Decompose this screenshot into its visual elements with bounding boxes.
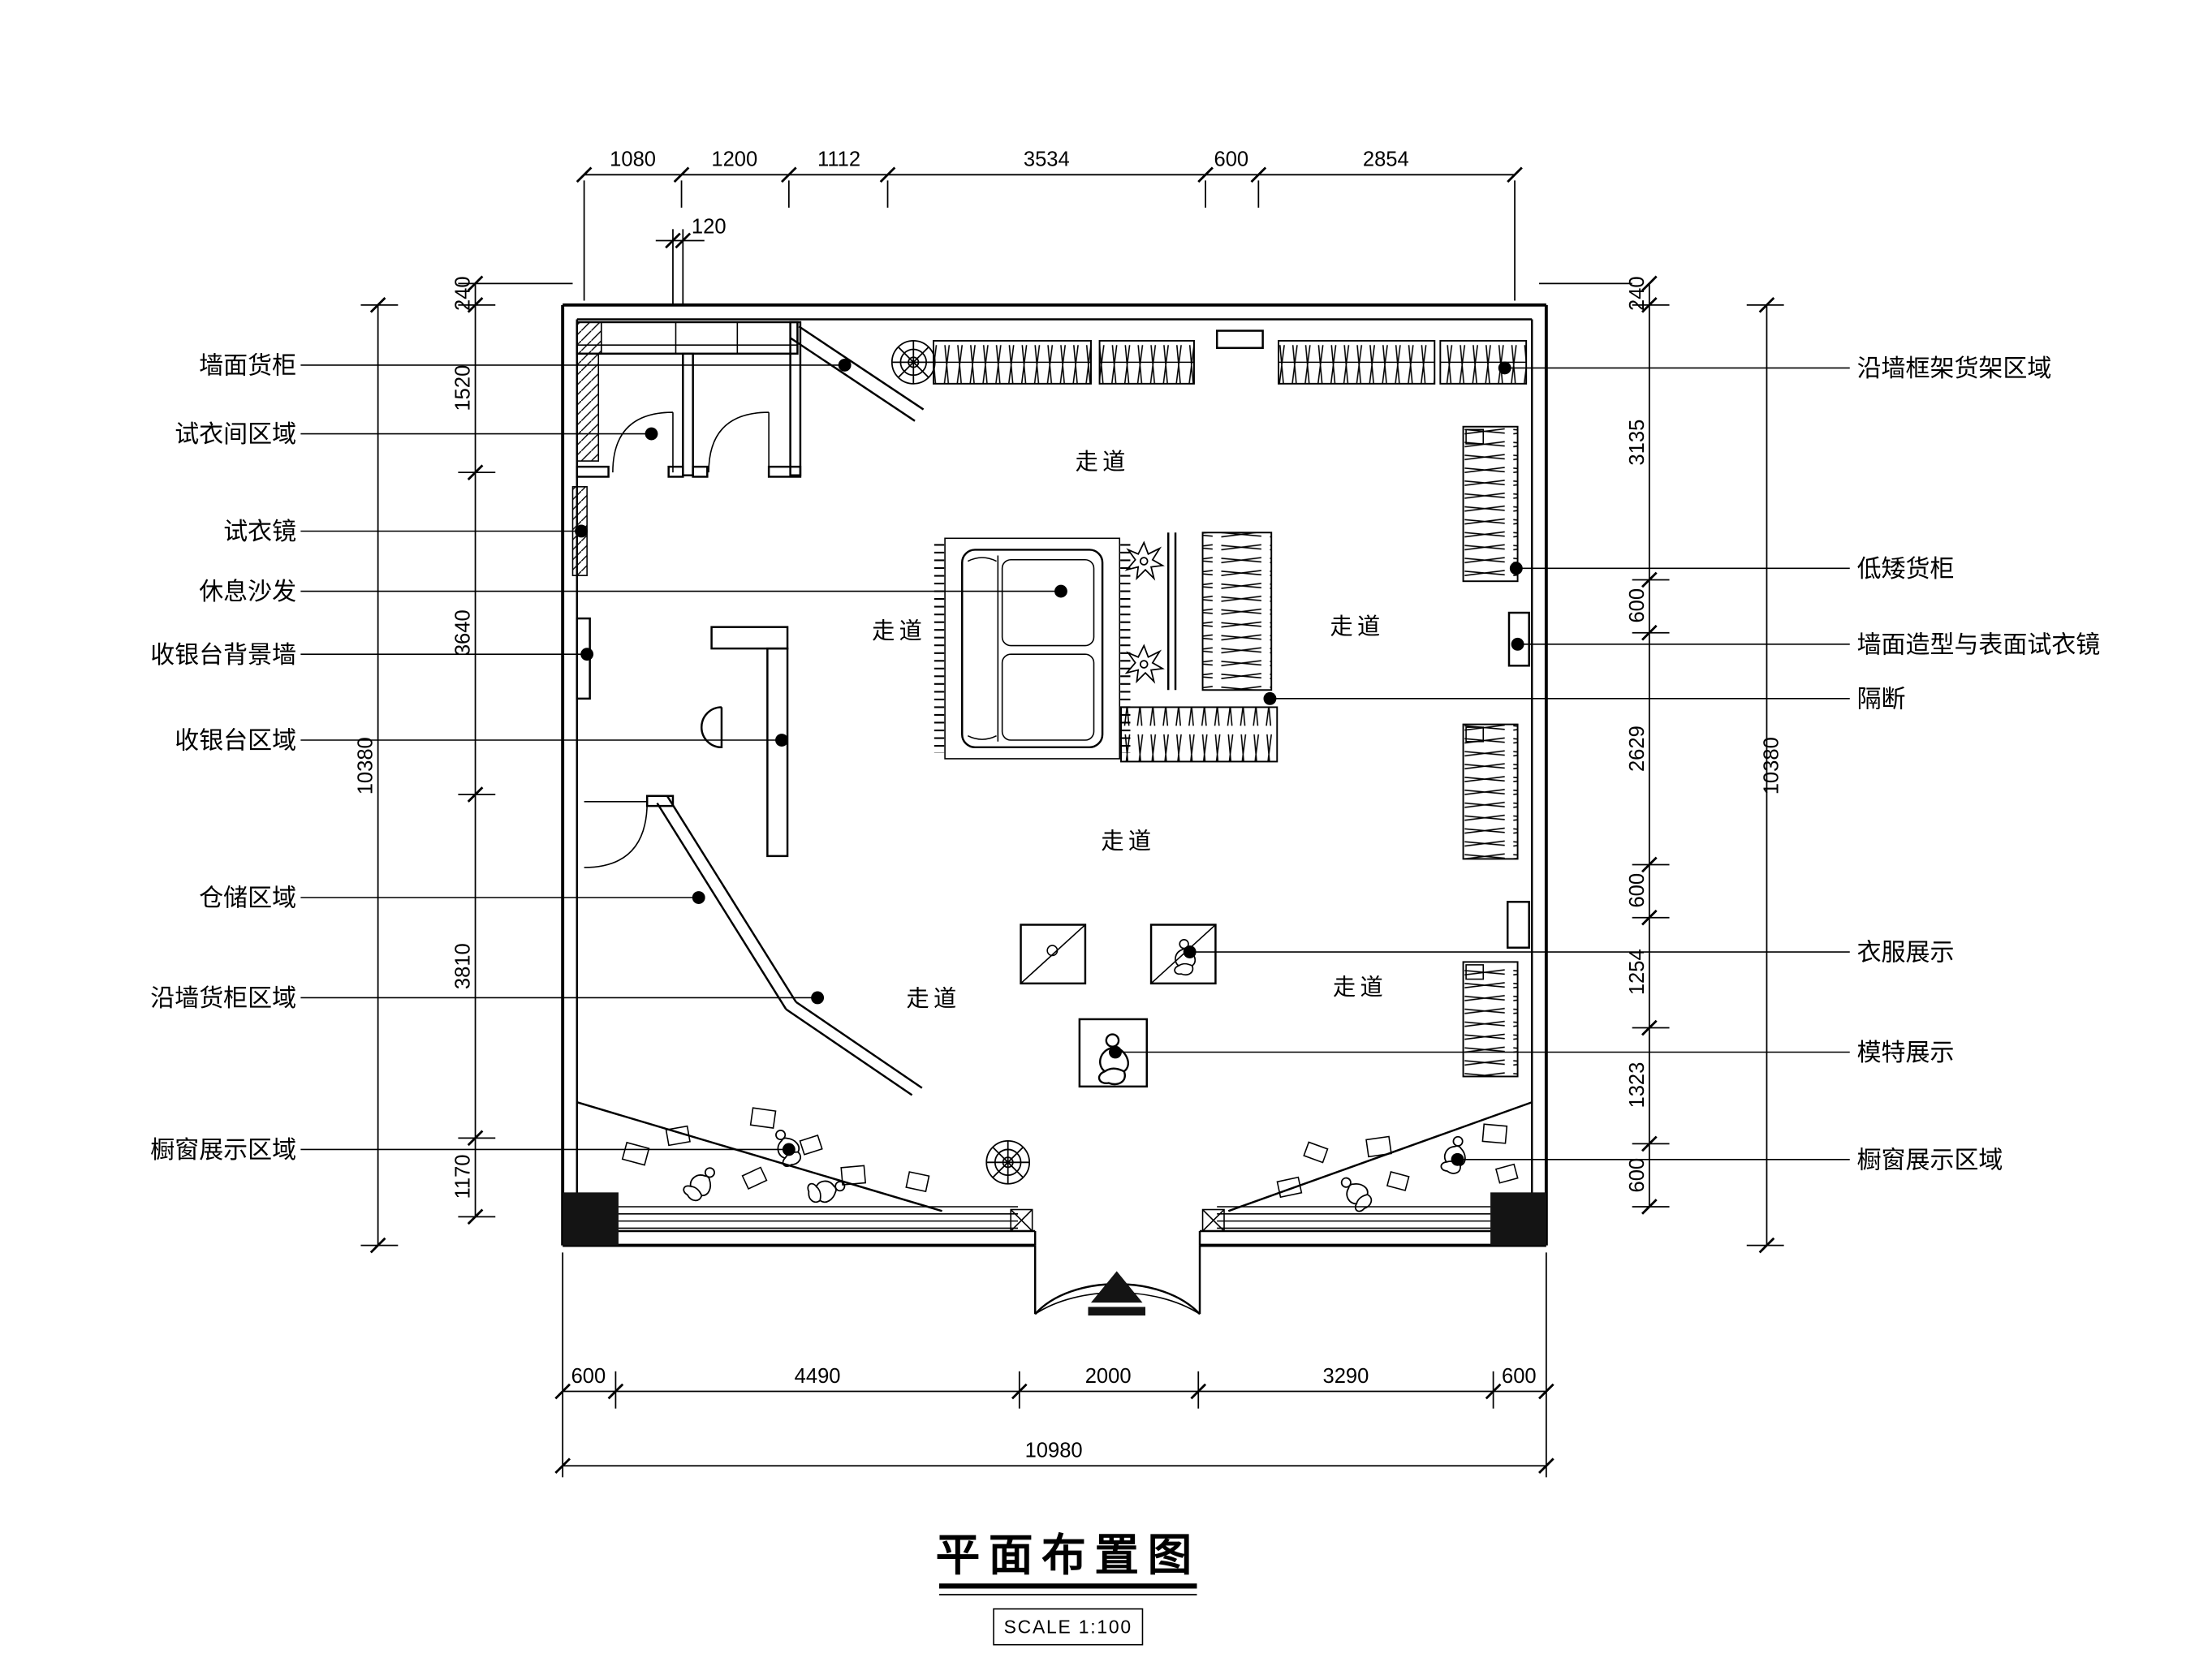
dim-bottom-4: 600 bbox=[1502, 1365, 1537, 1388]
dim-top-4: 600 bbox=[1214, 149, 1249, 171]
mullion-box-right bbox=[1201, 1208, 1225, 1232]
entrance-door bbox=[1033, 1245, 1201, 1316]
label-mannequin-display: 模特展示 bbox=[1857, 1040, 1955, 1066]
dim-bottom-1: 4490 bbox=[795, 1365, 841, 1388]
top-wall-racks bbox=[890, 329, 1528, 385]
label-wall-cabinet: 墙面货柜 bbox=[199, 352, 296, 379]
label-window-display-right: 橱窗展示区域 bbox=[1857, 1147, 2003, 1173]
center-rack-vertical bbox=[1201, 532, 1273, 691]
label-fitting-room-area: 试衣间区域 bbox=[175, 421, 296, 448]
window-display-right bbox=[1227, 1101, 1533, 1215]
dim-right-5: 1254 bbox=[1626, 949, 1649, 995]
dim-right-3: 2629 bbox=[1626, 726, 1649, 772]
cashier-chair bbox=[701, 706, 723, 749]
title-block: 平面布置图 SCALE 1:100 bbox=[936, 1531, 1201, 1646]
callouts-left: 墙面货柜 试衣间区域 试衣镜 休息沙发 收银台背景墙 收银台区域 仓储区域 沿墙… bbox=[150, 352, 1067, 1164]
dimension-left: 240 1520 3640 3810 1170 10380 bbox=[355, 275, 573, 1254]
label-partition: 隔断 bbox=[1857, 686, 1906, 713]
label-wall-frame-rack: 沿墙框架货架区域 bbox=[1857, 355, 2052, 382]
dim-top-3: 3534 bbox=[1024, 149, 1070, 171]
corner-block-left bbox=[563, 1192, 619, 1246]
right-wall-racks bbox=[1462, 425, 1530, 1078]
label-fitting-mirror: 试衣镜 bbox=[223, 519, 296, 545]
dim-bottom-3: 3290 bbox=[1322, 1365, 1369, 1388]
dim-top-1: 1200 bbox=[711, 149, 757, 171]
dim-right-6: 1323 bbox=[1626, 1062, 1649, 1109]
fitting-door-arc-2 bbox=[708, 411, 770, 473]
round-rack-icon bbox=[890, 340, 936, 385]
aisle-labels: 走道 走道 走道 走道 走道 走道 bbox=[872, 449, 1387, 1011]
fitting-room-area bbox=[576, 321, 925, 478]
dimension-right: 240 3135 600 2629 600 1254 1323 600 1038… bbox=[1539, 275, 1784, 1254]
dim-right-0: 240 bbox=[1626, 276, 1649, 311]
drawing-title: 平面布置图 bbox=[936, 1531, 1201, 1580]
dim-right-1: 3135 bbox=[1626, 420, 1649, 466]
dim-right-2: 600 bbox=[1626, 588, 1649, 623]
sofa bbox=[961, 549, 1104, 749]
label-cashier-backdrop: 收银台背景墙 bbox=[150, 642, 296, 669]
dim-top-5: 2854 bbox=[1363, 149, 1409, 171]
dim-left-total: 10380 bbox=[355, 737, 377, 794]
dimension-top: 1080 1200 1112 3534 600 2854 120 bbox=[576, 149, 1523, 304]
plant-icon bbox=[1126, 541, 1164, 579]
shopfront-glazing bbox=[618, 1206, 1491, 1232]
dimension-bottom: 600 4490 2000 3290 600 10980 bbox=[554, 1252, 1554, 1478]
clothes-display-left bbox=[1020, 924, 1087, 985]
lounge-area bbox=[934, 532, 1278, 763]
wall-column bbox=[1506, 901, 1530, 949]
dim-left-3: 3810 bbox=[452, 943, 475, 989]
label-clothes-display: 衣服展示 bbox=[1857, 940, 1955, 967]
spiral-ornament-icon bbox=[985, 1139, 1031, 1185]
outer-walls bbox=[561, 303, 1548, 1247]
entrance-arrow-icon bbox=[1090, 1271, 1143, 1303]
wall-fitting-mirror bbox=[1507, 611, 1530, 667]
window-display-left bbox=[576, 1101, 1031, 1212]
dim-top-0: 1080 bbox=[610, 149, 656, 171]
callouts-right: 沿墙框架货架区域 低矮货柜 墙面造型与表面试衣镜 隔断 衣服展示 模特展示 橱窗… bbox=[1109, 355, 2100, 1173]
aisle-label: 走道 bbox=[1330, 613, 1385, 639]
label-wall-mirror: 墙面造型与表面试衣镜 bbox=[1857, 631, 2101, 658]
label-window-display-left: 橱窗展示区域 bbox=[150, 1137, 296, 1164]
dim-top-2: 1112 bbox=[817, 149, 860, 171]
label-wall-cabinet-zone: 沿墙货柜区域 bbox=[150, 985, 296, 1012]
aisle-label: 走道 bbox=[1333, 974, 1387, 1000]
dim-bottom-2: 2000 bbox=[1085, 1365, 1132, 1388]
cashier-area bbox=[701, 626, 789, 858]
plant-icon bbox=[1126, 644, 1164, 682]
dim-left-2: 3640 bbox=[452, 609, 475, 656]
label-cashier-area: 收银台区域 bbox=[175, 728, 296, 755]
dim-right-7: 600 bbox=[1626, 1158, 1649, 1193]
mullion-box-left bbox=[1010, 1208, 1033, 1232]
aisle-label: 走道 bbox=[906, 985, 960, 1011]
label-rest-sofa: 休息沙发 bbox=[199, 579, 296, 605]
aisle-label: 走道 bbox=[872, 618, 926, 644]
dim-right-4: 600 bbox=[1626, 873, 1649, 908]
dim-left-0: 240 bbox=[452, 276, 475, 311]
dim-left-4: 1170 bbox=[452, 1154, 475, 1199]
corner-block-right bbox=[1490, 1192, 1546, 1246]
scale-note: SCALE 1:100 bbox=[1004, 1617, 1132, 1638]
label-low-cabinet: 低矮货柜 bbox=[1857, 556, 1955, 583]
wall-cabinet-hatch bbox=[576, 352, 600, 462]
mannequin-display bbox=[1078, 1018, 1149, 1088]
dim-right-total: 10380 bbox=[1761, 737, 1783, 794]
dim-bottom-total: 10980 bbox=[1025, 1440, 1083, 1462]
mannequin-icon bbox=[680, 1161, 722, 1206]
center-rack-horizontal bbox=[1120, 706, 1278, 763]
dim-left-1: 1520 bbox=[452, 365, 475, 411]
aisle-label: 走道 bbox=[1101, 828, 1155, 854]
label-storage-area: 仓储区域 bbox=[199, 885, 296, 912]
fitting-door-arc-1 bbox=[612, 411, 674, 473]
carpet bbox=[944, 537, 1121, 760]
mannequin-icon bbox=[1335, 1170, 1377, 1215]
storage-door-arc bbox=[584, 801, 649, 868]
scale-box bbox=[993, 1608, 1144, 1646]
dim-top-sub: 120 bbox=[692, 216, 727, 239]
aisle-label: 走道 bbox=[1076, 449, 1130, 475]
dim-bottom-0: 600 bbox=[571, 1365, 606, 1388]
display-stands bbox=[1020, 924, 1217, 1088]
clothes-display-right bbox=[1149, 924, 1217, 985]
storage-area bbox=[584, 794, 923, 1096]
